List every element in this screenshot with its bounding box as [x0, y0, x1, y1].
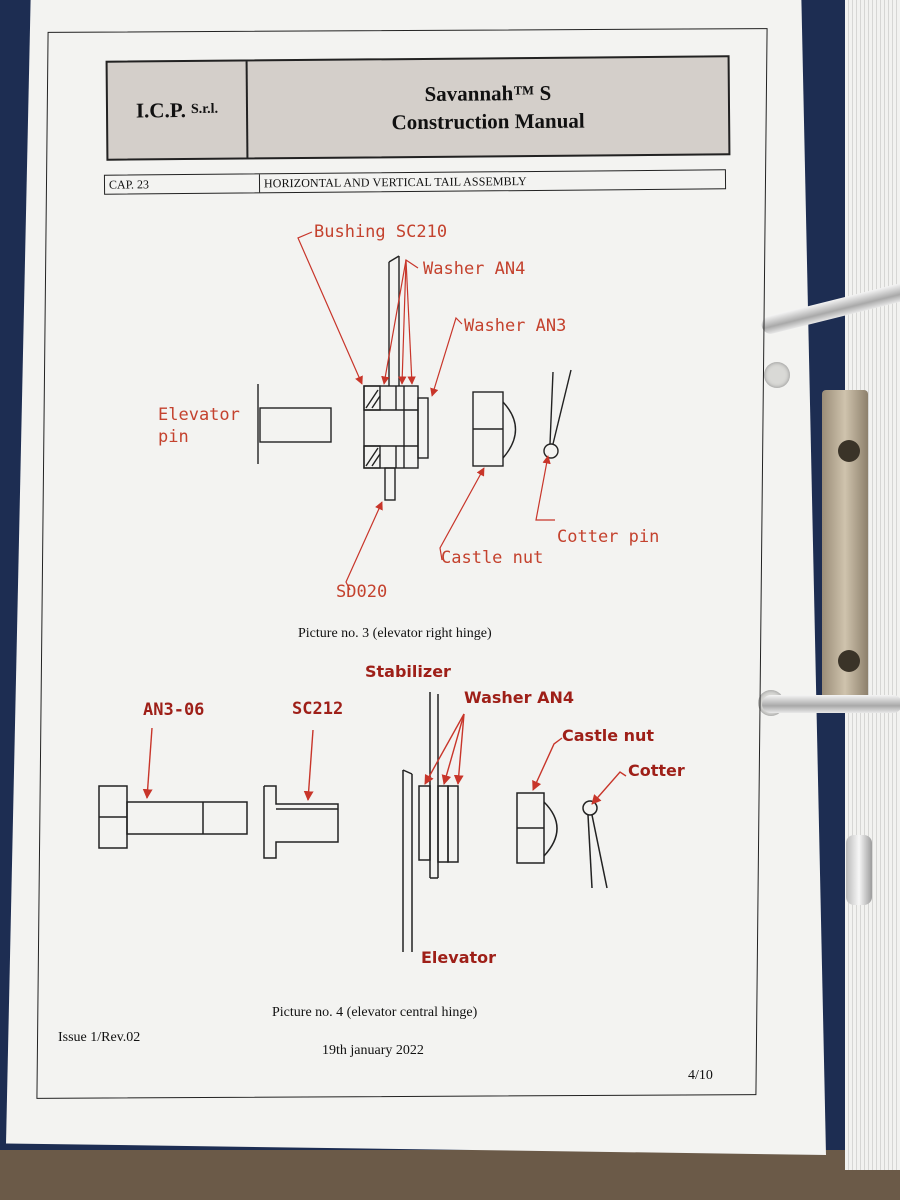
footer-page-number: 4/10 [688, 1068, 713, 1083]
bushing-sc210-part [363, 385, 429, 501]
castle-nut-part [516, 792, 558, 864]
manual-page [6, 0, 826, 1155]
bolt-an3-06-part [98, 785, 248, 849]
label-sc212: SC212 [292, 699, 343, 719]
figure-3-elevator-right-hinge [257, 255, 572, 501]
label-sd020: SD020 [336, 582, 387, 602]
footer-date: 19th january 2022 [322, 1043, 424, 1058]
label-washer-an4-2: Washer AN4 [464, 688, 574, 707]
label-an3-06: AN3-06 [143, 700, 204, 720]
label-washer-an3: Washer AN3 [464, 316, 566, 336]
stabilizer-elevator-plates [402, 692, 459, 952]
mechanism-hole [838, 440, 860, 462]
label-washer-an4: Washer AN4 [423, 259, 525, 279]
label-castle-nut-2: Castle nut [562, 726, 654, 745]
mechanism-hole [838, 650, 860, 672]
label-cotter-pin: Cotter pin [557, 527, 659, 547]
label-bushing-sc210: Bushing SC210 [314, 222, 447, 242]
cotter-pin-part [543, 369, 572, 459]
figure-4-elevator-central-hinge [98, 692, 608, 952]
hinge-plate-part [388, 255, 400, 386]
figure-3-leaders [297, 231, 555, 591]
floor-background [0, 1150, 900, 1200]
label-cotter: Cotter [628, 761, 685, 780]
label-elevator: Elevator [421, 948, 496, 967]
cotter-part [582, 800, 608, 889]
binder-ring-bottom [762, 695, 900, 713]
label-elevator-pin-line2: pin [158, 427, 189, 447]
binder-clip [846, 835, 872, 905]
caption-picture-3: Picture no. 3 (elevator right hinge) [298, 626, 492, 641]
label-elevator-pin-line1: Elevator [158, 405, 240, 425]
castle-nut-part [472, 391, 517, 467]
label-castle-nut: Castle nut [441, 548, 543, 568]
footer-issue: Issue 1/Rev.02 [58, 1030, 141, 1045]
punch-hole [764, 362, 790, 388]
figure-4-leaders [142, 713, 627, 805]
bushing-sc212-part [263, 785, 339, 859]
caption-picture-4: Picture no. 4 (elevator central hinge) [272, 1005, 478, 1020]
elevator-pin-part [257, 384, 332, 464]
label-stabilizer: Stabilizer [365, 662, 451, 681]
